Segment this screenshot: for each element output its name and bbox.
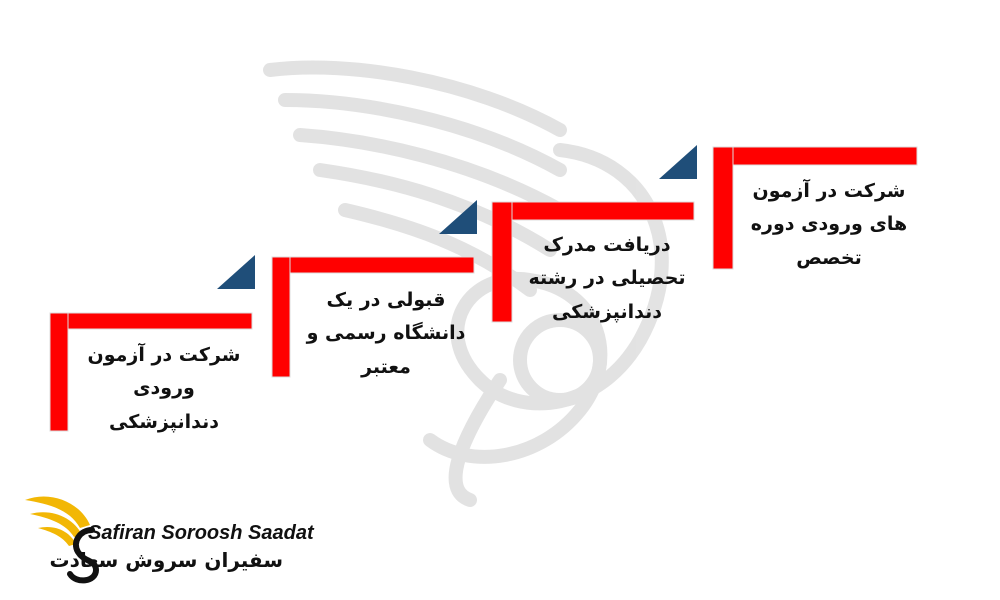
step-4-frame <box>712 146 918 270</box>
step-3-triangle-icon <box>659 145 697 179</box>
step-4: شرکت در آزمون های ورودی دوره تخصص <box>703 135 923 285</box>
logo-name-fa: سفیران سروش سعادت <box>49 548 284 572</box>
step-3-text: دریافت مدرک تحصیلی در رشته دندانپزشکی <box>528 234 686 323</box>
step-1-frame <box>49 255 255 432</box>
brand-logo: Safiran Soroosh Saadat سفیران سروش سعادت <box>20 490 314 590</box>
step-1-triangle-icon <box>217 255 255 289</box>
step-4-text: شرکت در آزمون های ورودی دوره تخصص <box>750 180 908 269</box>
step-3: دریافت مدرک تحصیلی در رشته دندانپزشکی <box>482 145 702 330</box>
step-2-text: قبولی در یک دانشگاه رسمی و معتبر <box>306 289 466 378</box>
step-2-triangle-icon <box>439 200 477 234</box>
step-1: شرکت در آزمون ورودی دندانپزشکی <box>40 255 260 440</box>
step-1-text: شرکت در آزمون ورودی دندانپزشکی <box>87 344 241 433</box>
step-2-frame <box>271 200 477 378</box>
step-3-frame <box>491 145 697 323</box>
wing-logo-icon <box>25 496 100 584</box>
logo-name-en: Safiran Soroosh Saadat <box>88 522 314 544</box>
step-2: قبولی در یک دانشگاه رسمی و معتبر <box>262 200 482 385</box>
